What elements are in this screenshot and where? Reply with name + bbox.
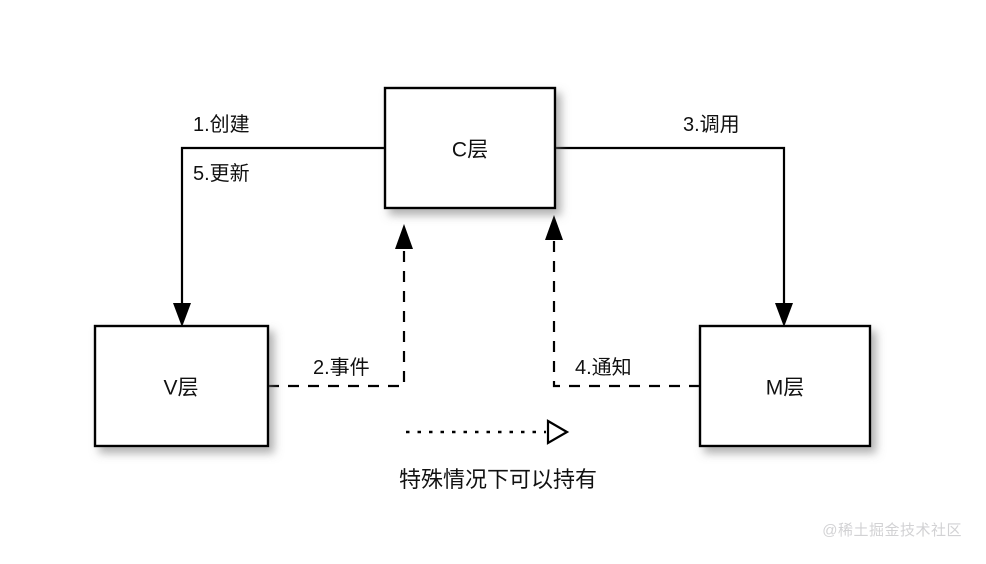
node-v-layer[interactable]: V层 <box>93 324 270 448</box>
legend-hollow-arrowhead <box>546 419 570 445</box>
edge-notify: 4.通知 <box>545 215 700 388</box>
edge-label-event: 2.事件 <box>313 356 370 379</box>
node-v-layer-label: V层 <box>163 377 198 400</box>
edge-notify-arrowhead <box>545 215 563 240</box>
node-m-layer-label: M层 <box>766 377 805 400</box>
edge-event: 2.事件 <box>268 224 413 388</box>
node-c-layer-label: C层 <box>452 139 488 162</box>
edge-create-update-line <box>180 146 385 316</box>
node-v-layer-box[interactable] <box>93 324 270 448</box>
node-c-layer[interactable]: C层 <box>383 86 557 210</box>
edge-call-line <box>555 146 786 316</box>
node-m-layer-box[interactable] <box>698 324 872 448</box>
edge-label-notify: 4.通知 <box>575 356 632 379</box>
edge-label-create: 1.创建 <box>193 113 250 136</box>
edge-create-update-arrowhead <box>173 303 191 327</box>
edge-notify-line <box>552 232 700 388</box>
node-c-layer-box[interactable] <box>383 86 557 210</box>
legend: 特殊情况下可以持有 <box>399 419 597 492</box>
edge-call: 3.调用 <box>555 113 793 327</box>
edge-label-call: 3.调用 <box>683 113 740 136</box>
edge-label-update: 5.更新 <box>193 162 250 185</box>
edge-event-arrowhead <box>395 224 413 249</box>
watermark: @稀土掘金技术社区 <box>822 522 962 539</box>
edge-call-arrowhead <box>775 303 793 327</box>
edge-event-line <box>268 240 406 388</box>
edge-create-update: 1.创建 5.更新 <box>173 113 385 327</box>
legend-caption: 特殊情况下可以持有 <box>399 467 597 492</box>
node-m-layer[interactable]: M层 <box>698 324 872 448</box>
